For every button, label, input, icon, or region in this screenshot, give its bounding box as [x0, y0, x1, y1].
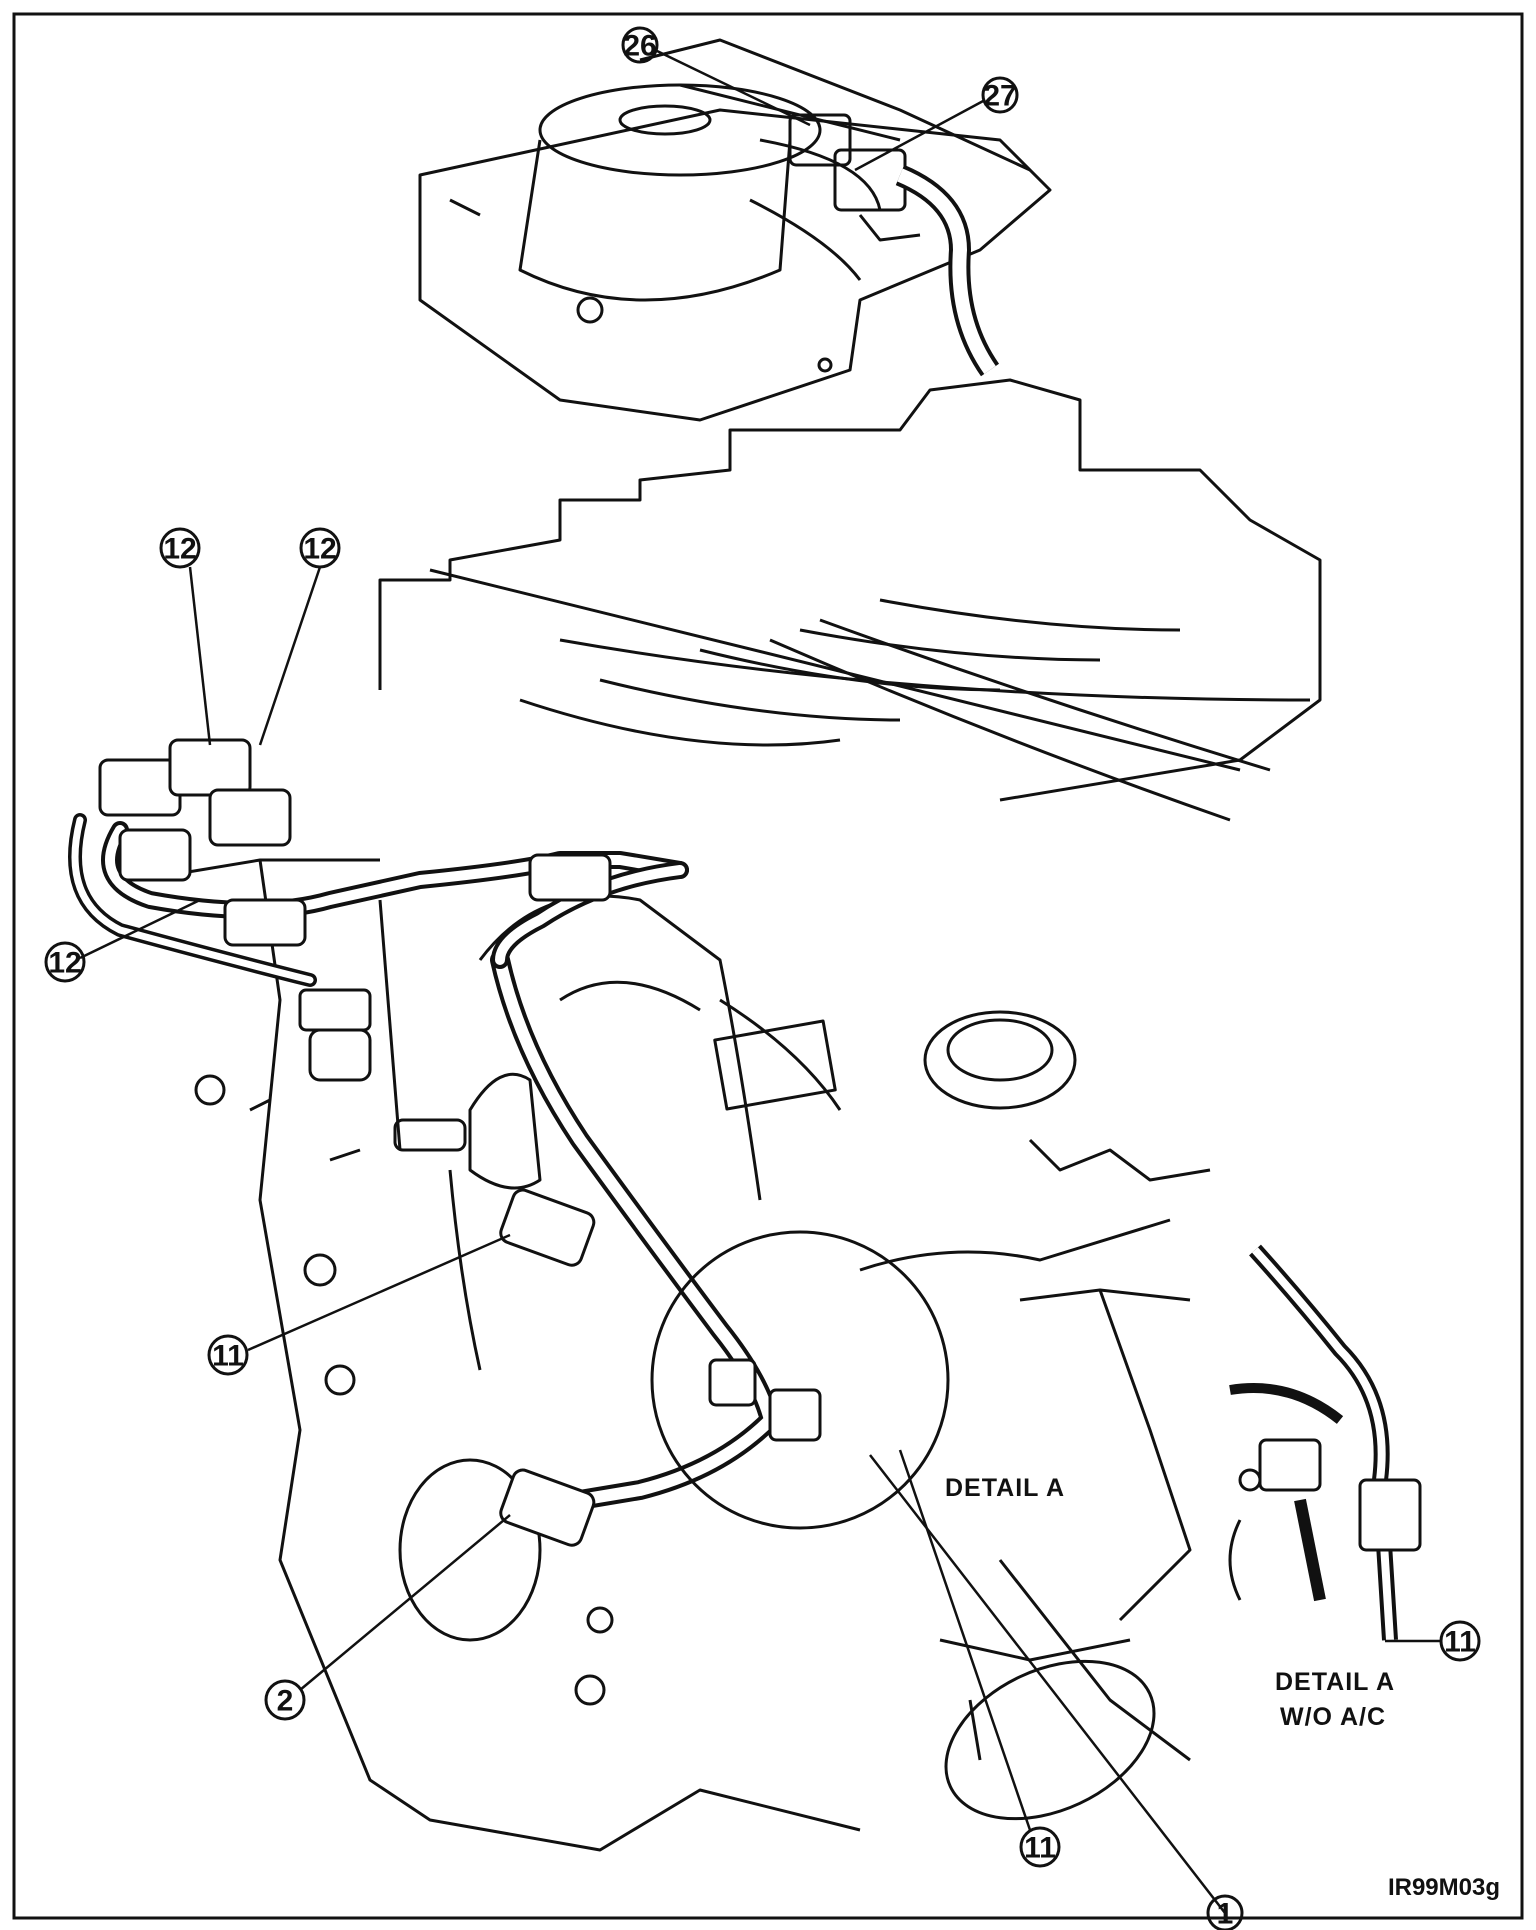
engine-block [139, 378, 1322, 1852]
callout-11-a [207, 1334, 249, 1376]
callout-2 [264, 1679, 306, 1721]
callout-12-b-label: 12 [303, 533, 336, 566]
callout-12-a [159, 527, 201, 569]
callout-11-b [1019, 1826, 1061, 1868]
callout-12-b [299, 527, 341, 569]
detail-a-inset-label: DETAIL A [1275, 1668, 1395, 1696]
callout-11-b-label: 11 [1024, 1832, 1056, 1865]
callout-1 [1206, 1894, 1244, 1930]
callout-12-c [44, 941, 86, 983]
figure-code: IR99M03g [1388, 1874, 1500, 1901]
detail-a-label: DETAIL A [945, 1474, 1065, 1502]
top-cover-assembly [418, 38, 1052, 422]
callout-26 [621, 26, 659, 64]
callout-12-a-label: 12 [163, 533, 196, 566]
callout-27-label: 27 [983, 80, 1016, 113]
detail-a-inset [1228, 1244, 1422, 1641]
detail-a-circle [650, 1230, 950, 1530]
callout-1-label: 1 [1217, 1898, 1234, 1930]
callout-26-label: 26 [623, 30, 656, 63]
callout-27 [981, 76, 1019, 114]
diagram-border [12, 12, 1524, 1920]
detail-a-inset-sublabel: W/O A/C [1280, 1703, 1386, 1731]
leader-lines [79, 48, 1440, 1914]
callouts [44, 26, 1481, 1930]
callout-11-a-label: 11 [212, 1340, 244, 1373]
callout-11-c-label: 11 [1444, 1626, 1476, 1659]
wiring-harness [68, 738, 950, 1547]
callout-12-c-label: 12 [48, 947, 81, 980]
callout-11-c [1439, 1620, 1481, 1662]
callout-2-label: 2 [277, 1685, 294, 1718]
